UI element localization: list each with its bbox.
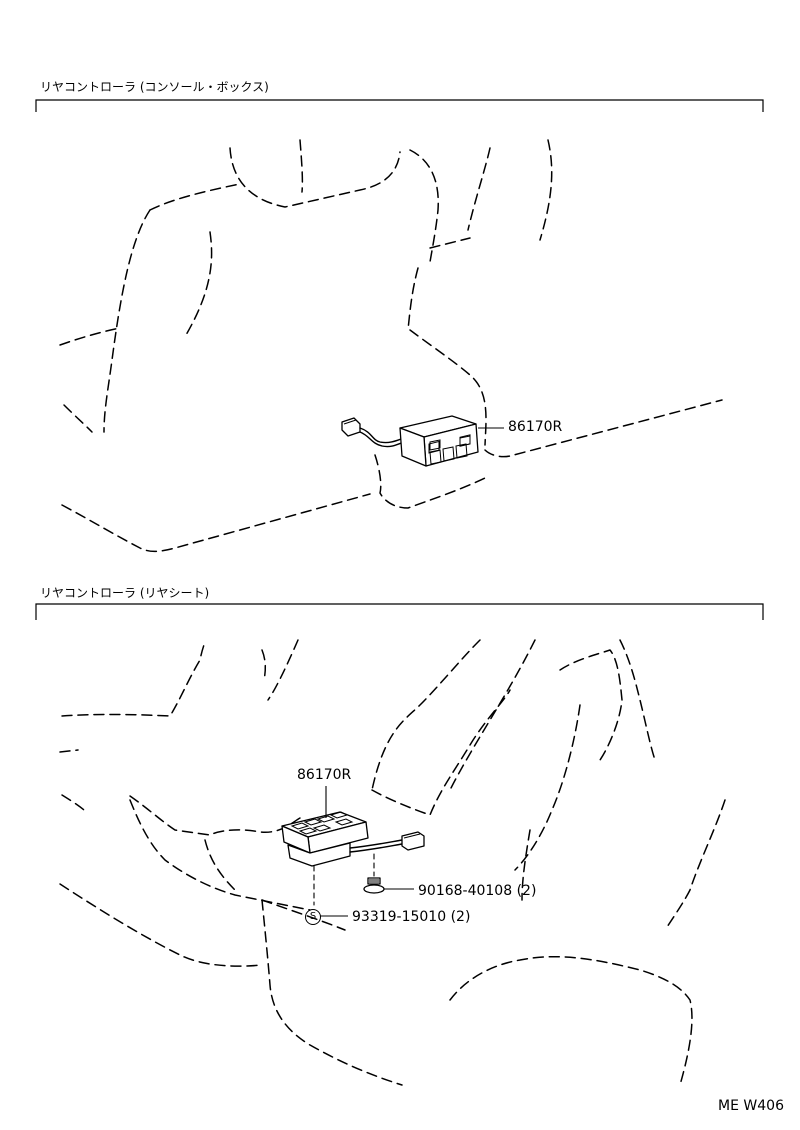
s-symbol-icon: S (305, 909, 321, 925)
reference-code: ME W406 (718, 1098, 784, 1114)
upper-rear-controller (341, 415, 504, 467)
section-2-bracket (35, 603, 764, 620)
section-title-rear-seat: リヤコントローラ (リヤシート) (40, 586, 210, 600)
lower-rear-controller (281, 786, 425, 917)
part-number-screw: 90168-40108 (2) (418, 883, 537, 899)
part-number-lower-controller: 86170R (297, 767, 352, 783)
section-title-console-box: リヤコントローラ (コンソール・ボックス) (40, 80, 269, 94)
section-2-vehicle-outline (59, 639, 726, 1086)
section-1-bracket (35, 99, 764, 112)
part-number-upper-controller: 86170R (508, 419, 563, 435)
section-1-vehicle-outline (59, 139, 723, 553)
part-number-s-part: 93319-15010 (2) (352, 909, 471, 925)
